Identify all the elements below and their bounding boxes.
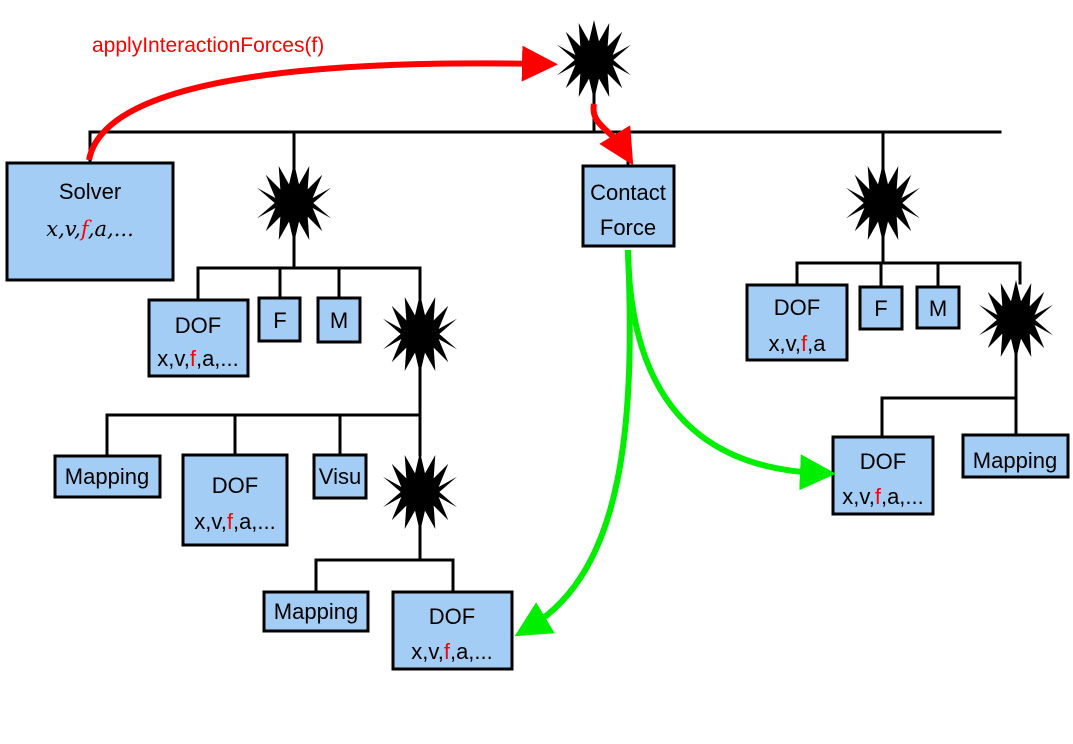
solver-vars: x,v,f,a,... [46, 217, 134, 241]
dof-box: DOF x,v,f,a,... [831, 435, 935, 516]
node-star-icon [846, 163, 920, 243]
svg-text:Force: Force [600, 215, 656, 240]
node-star-icon [383, 452, 457, 532]
svg-text:x,v,f,a,...: x,v,f,a,... [842, 484, 924, 509]
svg-text:Mapping: Mapping [274, 599, 358, 624]
visual-model-box: Visu [312, 453, 368, 500]
svg-text:Visu: Visu [319, 464, 361, 489]
force-field-box: F [858, 285, 904, 331]
apply-forces-label: applyInteractionForces(f) [92, 34, 324, 57]
dof-box: DOF x,v,f,a,... [147, 298, 250, 378]
svg-text:M: M [330, 308, 348, 333]
svg-text:Contact: Contact [590, 180, 666, 205]
svg-text:x,v,f,a,...: x,v,f,a,... [157, 346, 239, 371]
mapping-box: Mapping [262, 590, 370, 633]
tree-connectors [88, 93, 1022, 594]
apply-forces-arrow [86, 45, 558, 161]
solver-title: Solver [59, 179, 121, 204]
mapping-box: Mapping [53, 454, 162, 499]
node-star-icon [257, 163, 331, 243]
dof-box: DOF x,v,f,a,... [391, 590, 514, 671]
force-field-box: F [257, 296, 302, 343]
dof-box: DOF x,v,f,a [745, 283, 849, 362]
svg-text:DOF: DOF [860, 449, 906, 474]
svg-text:x,v,f,a,...: x,v,f,a,... [194, 509, 276, 534]
svg-text:Mapping: Mapping [65, 464, 149, 489]
svg-text:F: F [874, 296, 887, 321]
contact-to-left-dof-arrow [514, 249, 633, 637]
svg-text:DOF: DOF [429, 604, 475, 629]
node-star-icon [979, 280, 1053, 360]
svg-text:Mapping: Mapping [973, 448, 1057, 473]
dispatch-arrow [590, 103, 634, 166]
svg-text:DOF: DOF [175, 313, 221, 338]
node-star-icon [383, 294, 457, 374]
contact-force-box: Contact Force [581, 164, 676, 248]
mass-box: M [915, 285, 961, 330]
solver-box: Solver x,v,f,a,... [5, 161, 175, 282]
svg-text:x,v,f,a,...: x,v,f,a,... [411, 639, 493, 664]
svg-text:DOF: DOF [212, 473, 258, 498]
svg-text:x,v,f,a: x,v,f,a [768, 331, 826, 356]
svg-text:DOF: DOF [774, 295, 820, 320]
svg-text:M: M [929, 296, 947, 321]
mass-box: M [316, 296, 362, 344]
dof-box: DOF x,v,f,a,... [181, 453, 289, 547]
node-star-icon [557, 20, 631, 100]
svg-text:F: F [273, 308, 286, 333]
mapping-box: Mapping [961, 433, 1070, 479]
contact-to-right-dof-arrow [625, 249, 836, 491]
